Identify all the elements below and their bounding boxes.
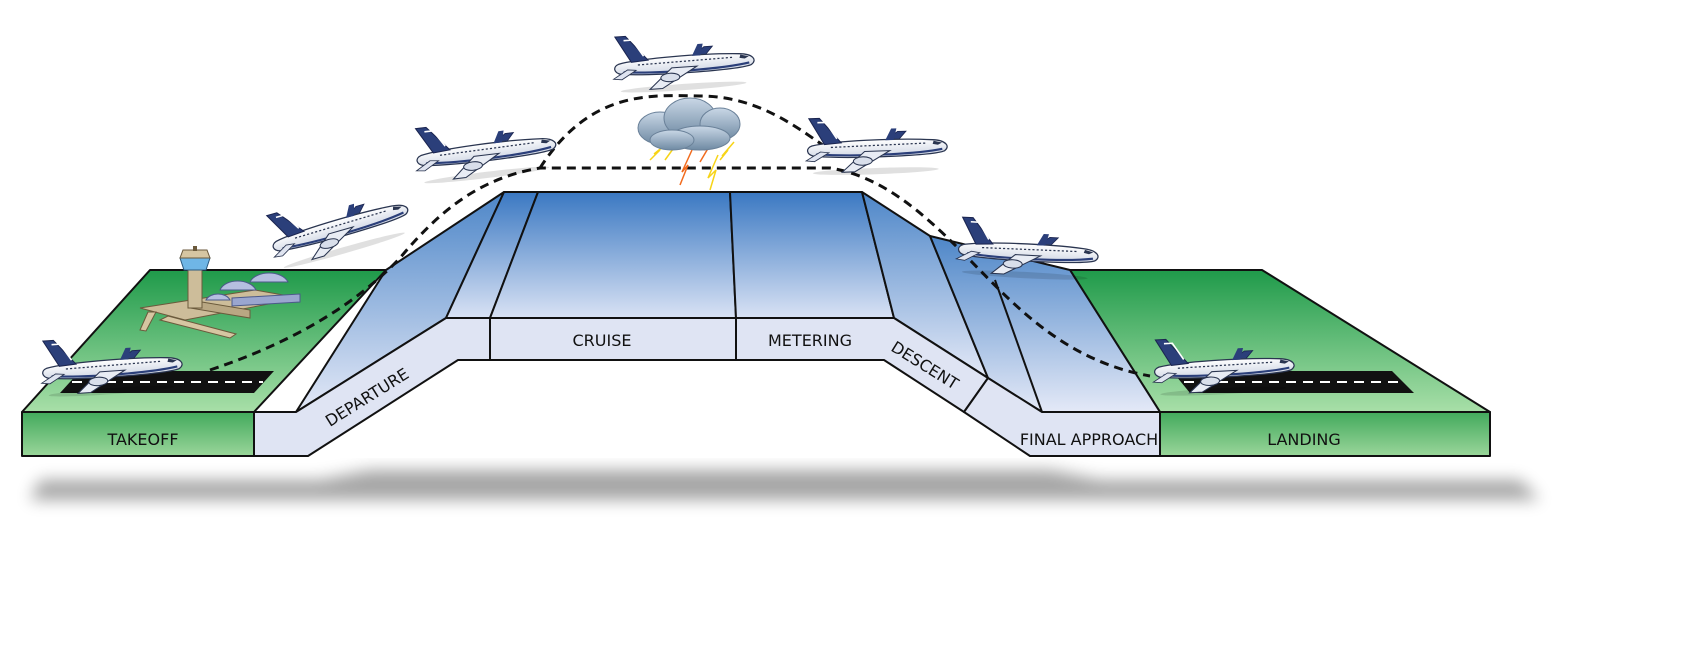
- airspace-structure: [253, 191, 1161, 457]
- airplane-icon: [609, 26, 757, 97]
- platform-shadow: [30, 470, 1540, 500]
- phase-label-landing: LANDING: [1267, 430, 1341, 449]
- phase-label-cruise: CRUISE: [573, 331, 632, 350]
- phase-label-takeoff: TAKEOFF: [106, 430, 178, 449]
- phase-label-metering: METERING: [768, 331, 852, 350]
- airplane-icon: [410, 110, 560, 188]
- airport-terminal-icon: [139, 246, 301, 339]
- airplane-icon: [261, 176, 416, 274]
- flight-path: [209, 94, 1151, 378]
- thunderstorm-icon: [637, 97, 741, 191]
- phase-label-final-approach: FINAL APPROACH: [1020, 430, 1158, 449]
